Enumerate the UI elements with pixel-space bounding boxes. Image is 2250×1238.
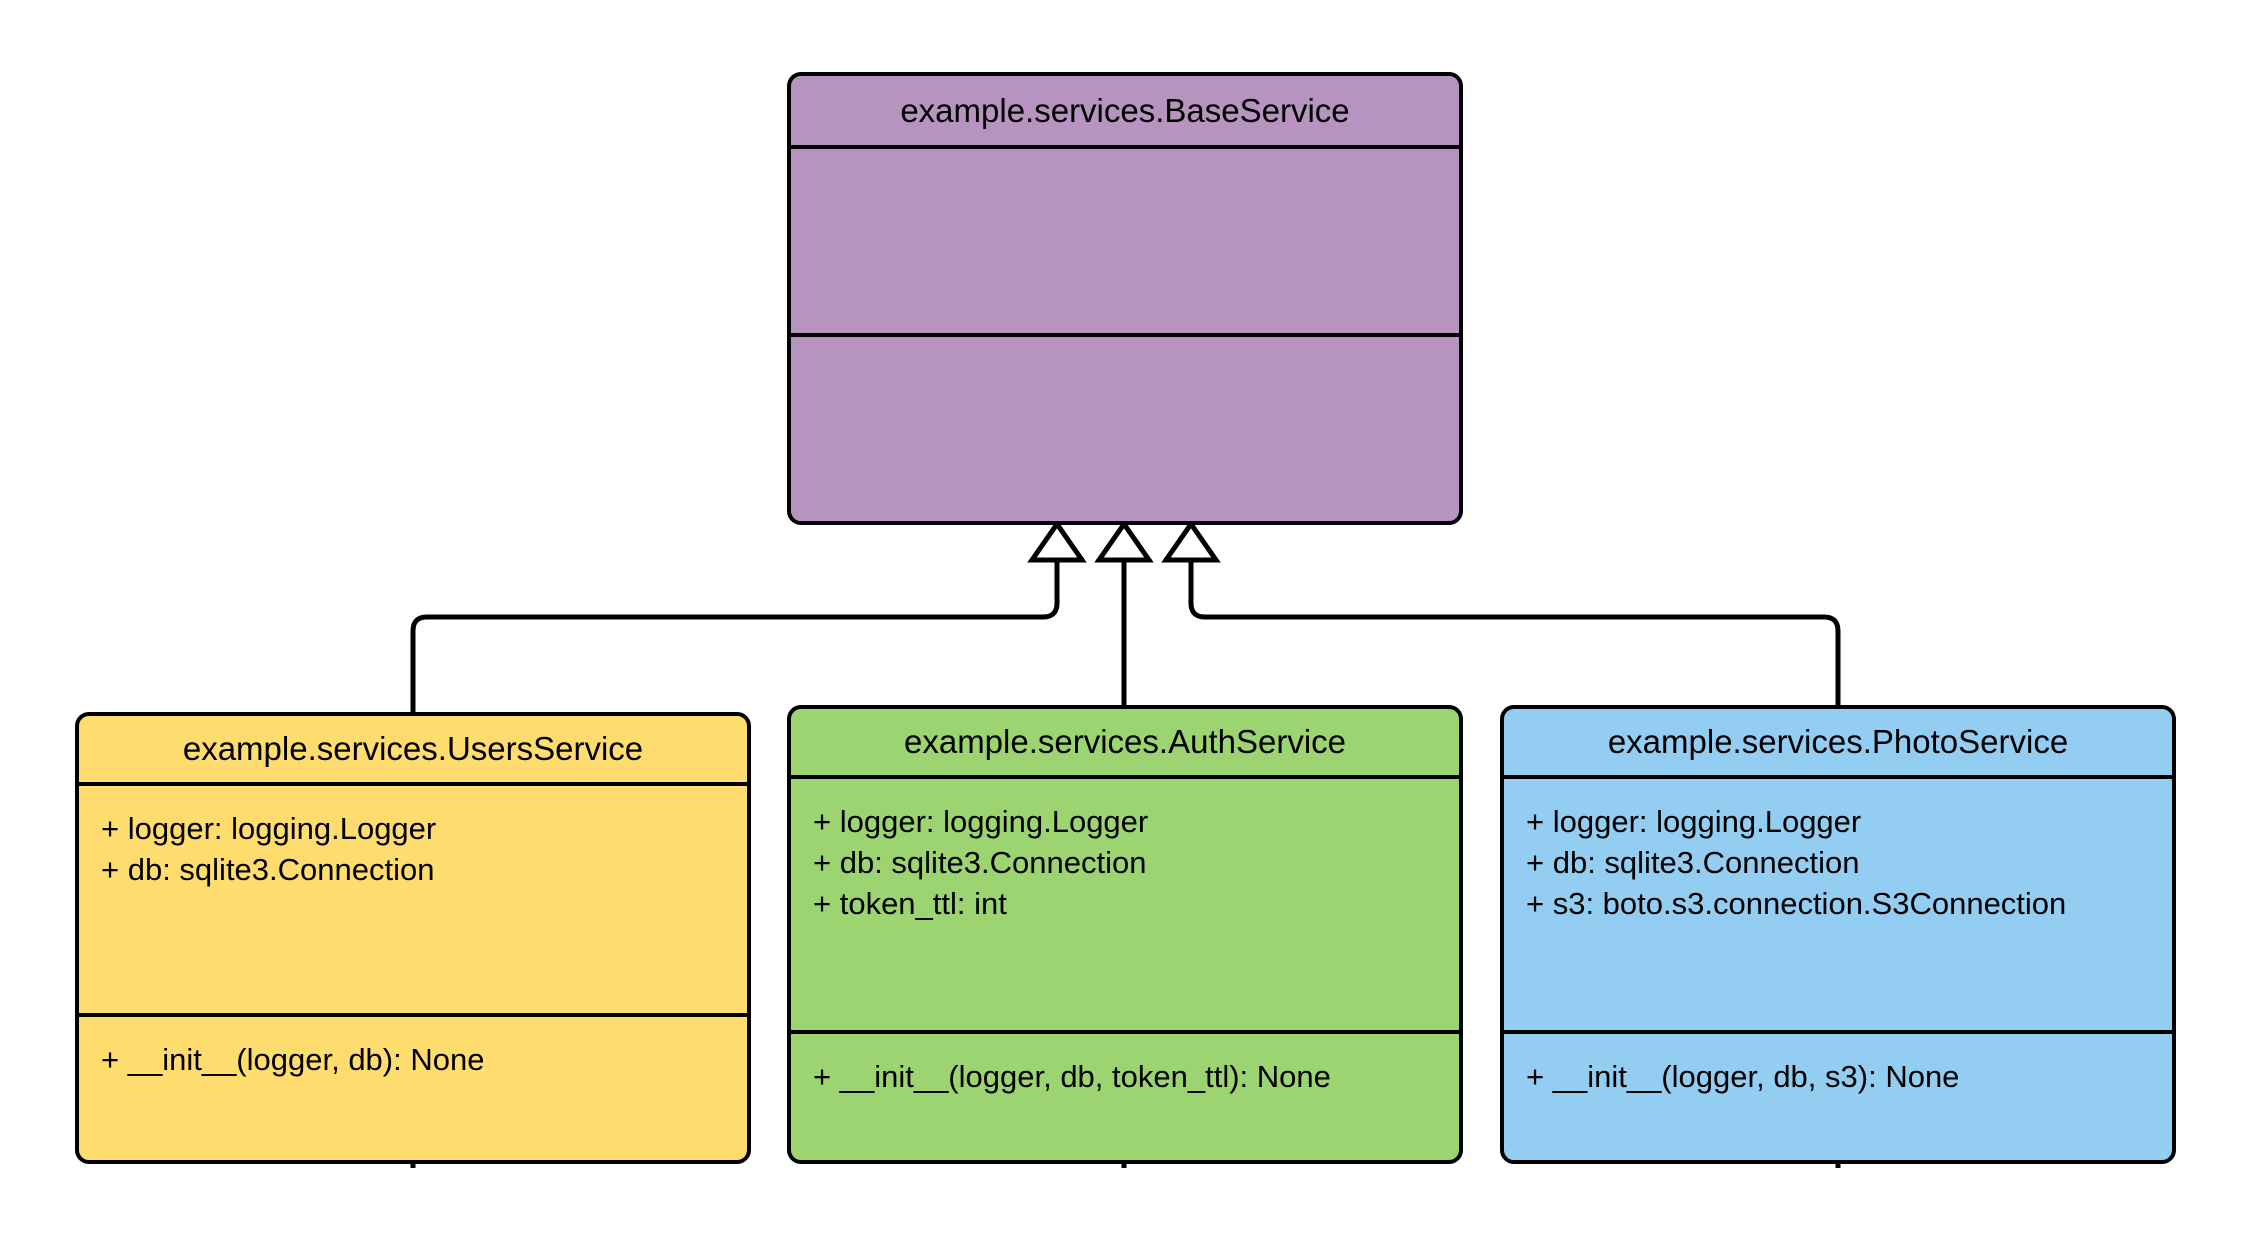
attribute-row: + db: sqlite3.Connection [101,852,435,888]
class-title-usersservice: example.services.UsersService [79,716,747,786]
method-row: + __init__(logger, db, s3): None [1526,1059,1960,1094]
class-methods-usersservice: + __init__(logger, db): None [79,1017,747,1092]
class-attributes-usersservice: + logger: logging.Logger + db: sqlite3.C… [79,786,747,1017]
generalization-arrowhead-left [1027,519,1087,563]
attribute-row: + s3: boto.s3.connection.S3Connection [1526,886,2067,922]
class-box-baseservice[interactable]: example.services.BaseService [787,72,1463,525]
class-title-baseservice: example.services.BaseService [791,76,1459,150]
class-methods-authservice: + __init__(logger, db, token_ttl): None [791,1034,1459,1109]
attribute-row: + logger: logging.Logger [813,804,1149,839]
class-box-usersservice[interactable]: example.services.UsersService + logger: … [75,712,751,1164]
class-title-photoservice: example.services.PhotoService [1504,709,2172,779]
class-attributes-baseservice [791,149,1459,337]
attribute-row: + logger: logging.Logger [101,811,437,846]
attribute-row: + logger: logging.Logger [1526,804,1862,839]
attribute-row: + token_ttl: int [813,886,1007,922]
class-methods-photoservice: + __init__(logger, db, s3): None [1504,1034,2172,1109]
class-box-authservice[interactable]: example.services.AuthService + logger: l… [787,705,1463,1164]
attribute-row: + db: sqlite3.Connection [813,845,1147,881]
class-box-photoservice[interactable]: example.services.PhotoService + logger: … [1500,705,2176,1164]
class-methods-baseservice [791,337,1459,521]
class-attributes-photoservice: + logger: logging.Logger + db: sqlite3.C… [1504,779,2172,1034]
generalization-arrowhead-right [1161,519,1221,563]
method-row: + __init__(logger, db): None [101,1042,485,1077]
class-attributes-authservice: + logger: logging.Logger + db: sqlite3.C… [791,779,1459,1034]
attribute-row: + db: sqlite3.Connection [1526,845,1860,881]
class-title-authservice: example.services.AuthService [791,709,1459,779]
generalization-arrowhead-center [1094,519,1154,563]
method-row: + __init__(logger, db, token_ttl): None [813,1059,1331,1094]
